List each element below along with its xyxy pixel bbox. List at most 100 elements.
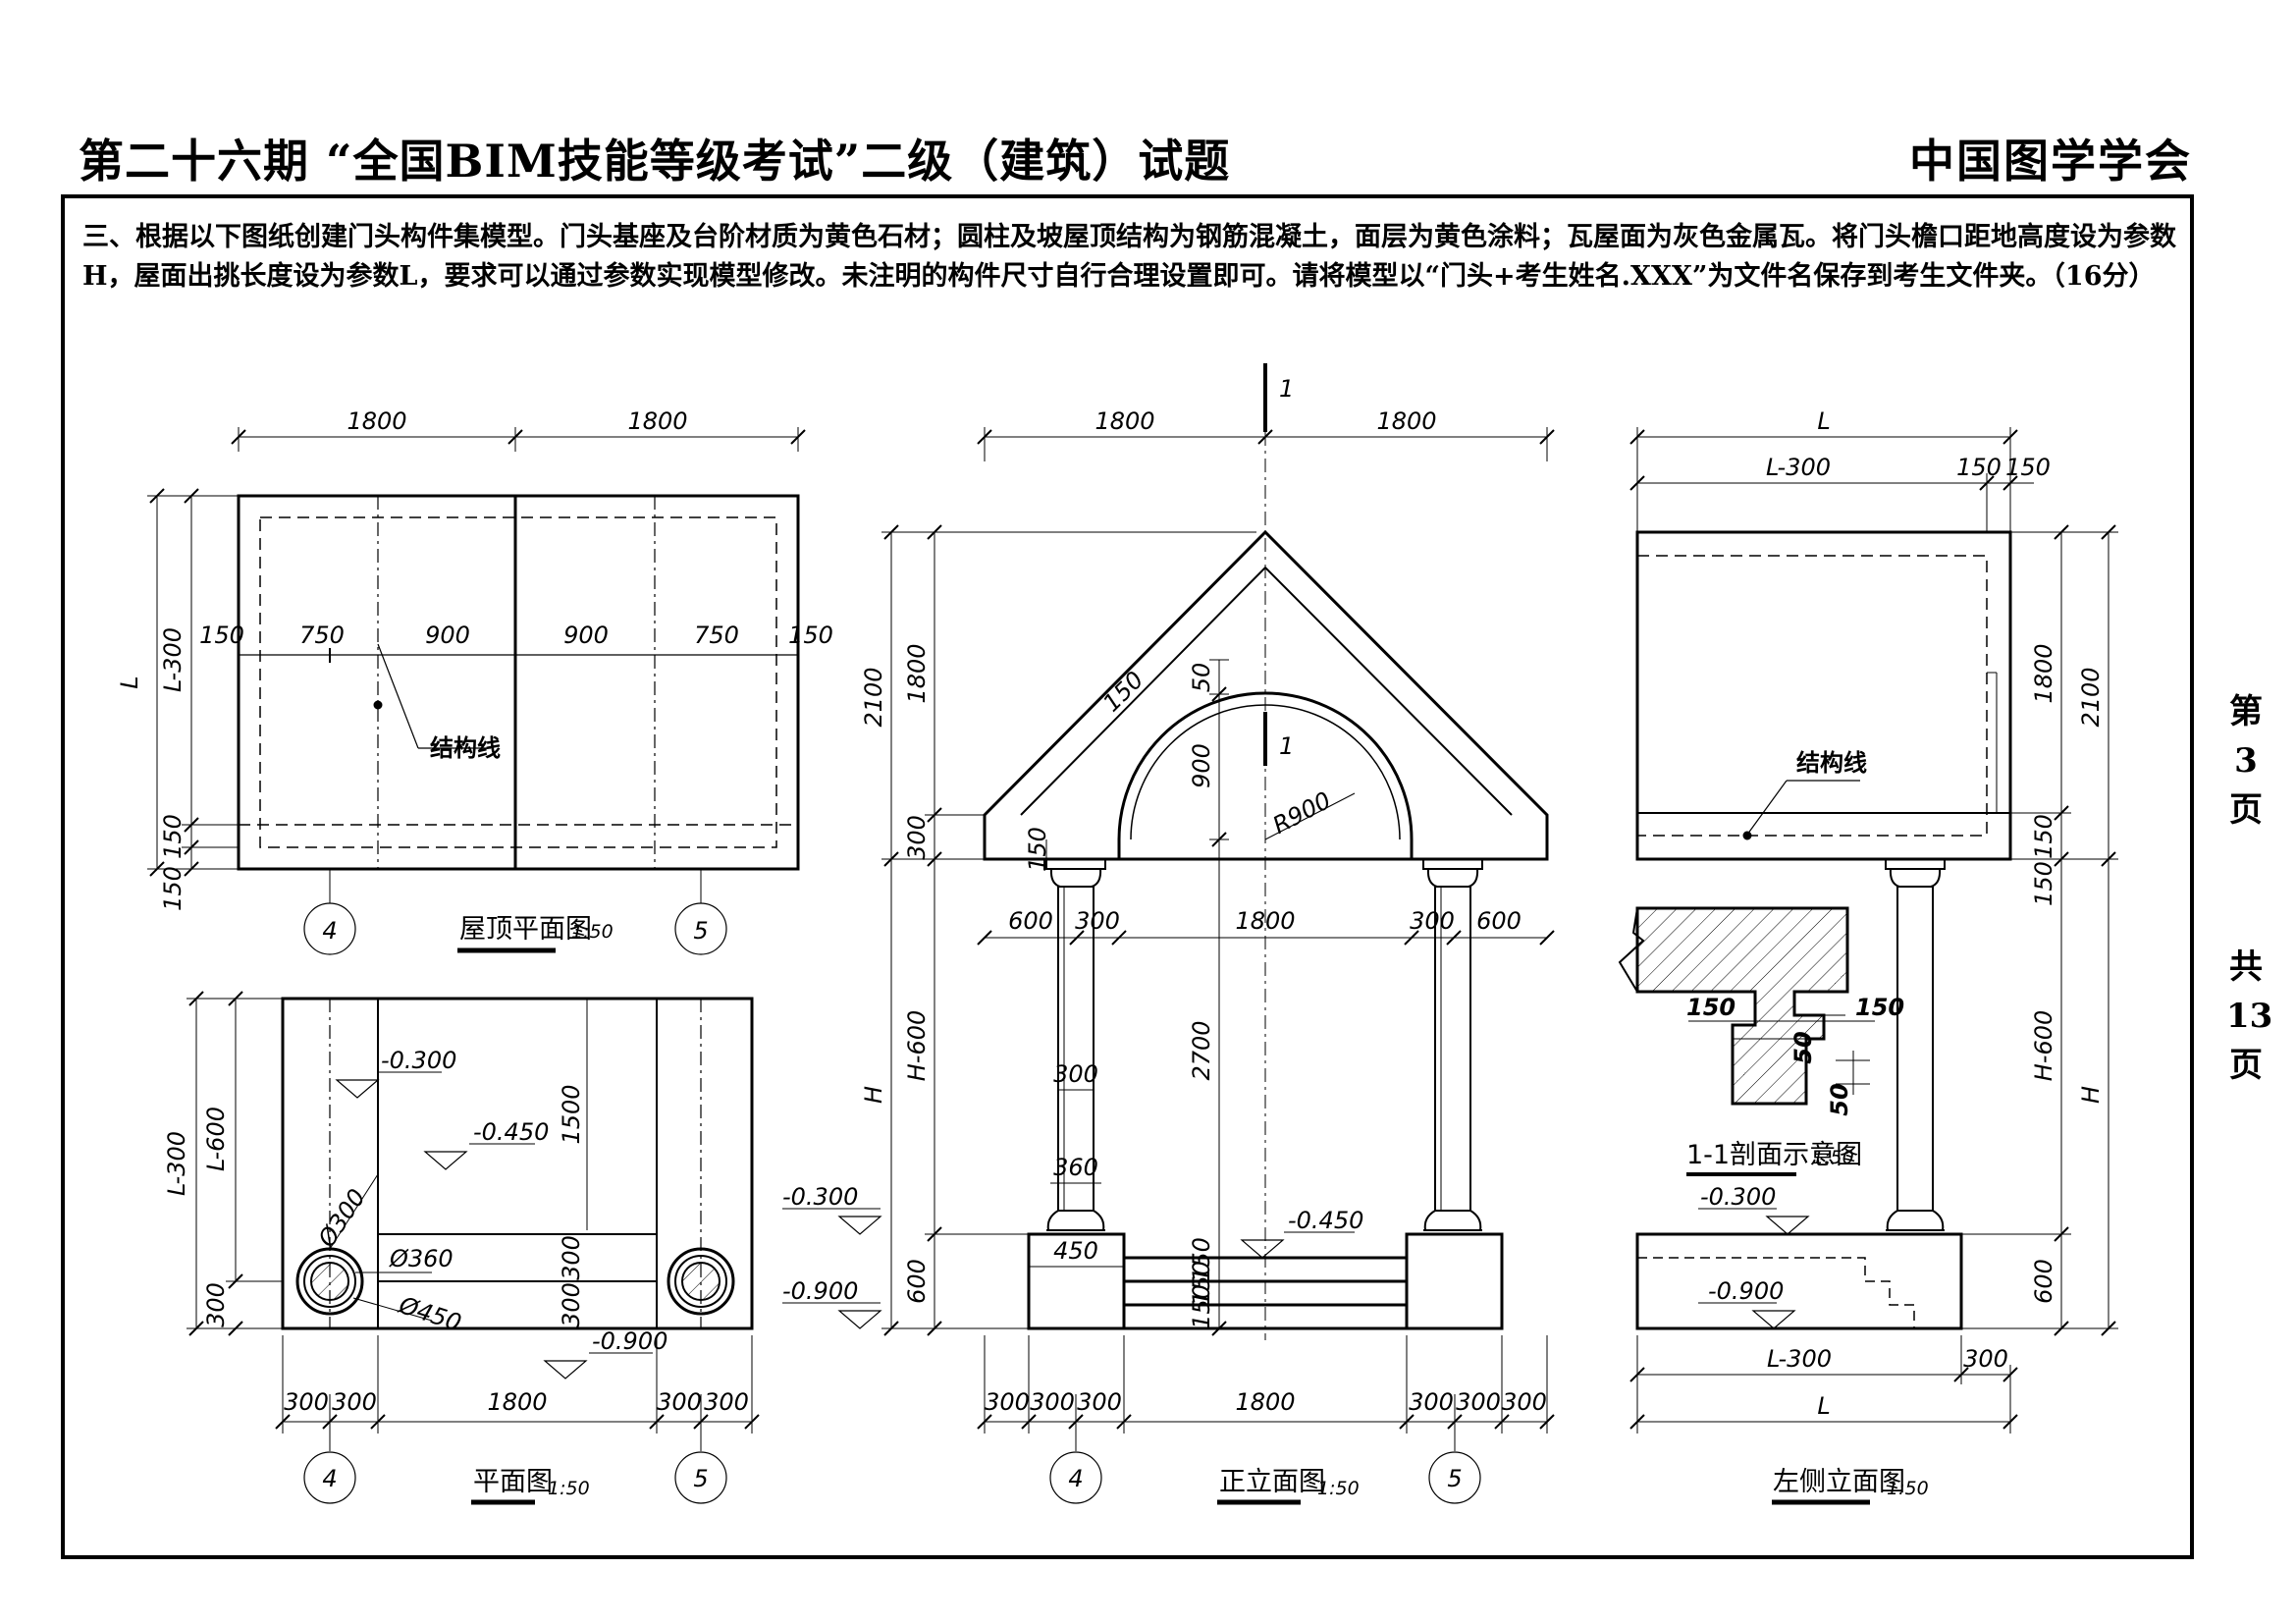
view-title: 屋顶平面图: [459, 914, 592, 945]
dim-label: L-300: [1766, 454, 1831, 481]
elevation-label: -0.300: [381, 1047, 456, 1074]
dim-label: 2100: [860, 667, 887, 727]
dim-label: 600: [1476, 907, 1522, 935]
dim-label: 750: [694, 622, 739, 649]
dim-label: 300: [1963, 1345, 2008, 1373]
dim-label: 300: [1502, 1388, 1547, 1416]
structure-line-label: 结构线: [1796, 749, 1867, 777]
elevation-label: -0.300: [1700, 1183, 1776, 1211]
dim-label: 1800: [2030, 643, 2057, 703]
view-scale: 1:50: [1812, 1147, 1854, 1168]
side-elevation-view: [1629, 427, 2118, 1505]
elevation-label: -0.900: [1708, 1277, 1784, 1305]
elevation-label: -0.450: [1288, 1207, 1363, 1234]
view-title: 左侧立面图: [1773, 1467, 1905, 1497]
dim-label: 150: [1956, 454, 2002, 481]
dim-label: L-300: [1767, 1345, 1832, 1373]
plan-view: [187, 991, 760, 1505]
dim-label: 150: [1188, 1237, 1215, 1282]
dim-label: 150: [1097, 666, 1148, 717]
dim-label: L: [1817, 407, 1830, 435]
dim-label: 2100: [2077, 667, 2105, 727]
dim-label: 1800: [1376, 407, 1436, 435]
dim-label: 300: [332, 1388, 377, 1416]
dim-label: L: [116, 676, 143, 688]
organization: 中国图学学会: [1909, 135, 2192, 188]
structure-line-label: 结构线: [430, 734, 501, 762]
section-detail: [1618, 906, 1875, 1176]
dim-label: 1800: [627, 407, 687, 435]
dim-label: 150: [159, 866, 187, 911]
axis-label: 4: [322, 1465, 337, 1492]
dim-label: 750: [299, 622, 345, 649]
dim-label: H: [2077, 1086, 2105, 1104]
front-elevation-labels: 1 1 1800 1800 2100 1800 300 H H-600 600 …: [782, 375, 1547, 1499]
dim-label: 150: [788, 622, 833, 649]
view-title: 平面图: [473, 1467, 553, 1497]
dim-label: 300: [1410, 907, 1455, 935]
dim-label: 600: [2030, 1259, 2057, 1304]
dim-label: 300: [985, 1388, 1030, 1416]
dim-label: 150: [2030, 861, 2057, 906]
dim-label: 300: [1053, 1060, 1098, 1088]
radius-label: R900: [1268, 786, 1335, 839]
view-scale: 1:50: [1887, 1478, 1929, 1499]
dim-label: 450: [1053, 1237, 1098, 1265]
plan-labels: -0.300 -0.450 -0.900 300 300 1800 300 30…: [163, 1047, 749, 1499]
roof-plan-view: [147, 427, 806, 955]
axis-label: 5: [693, 1465, 708, 1492]
front-elevation-view: [782, 363, 1555, 1505]
section-mark: 1: [1279, 732, 1294, 760]
dim-label: 150: [1188, 1261, 1215, 1306]
dim-label: 600: [1008, 907, 1053, 935]
view-title: 1-1剖面示意图: [1686, 1140, 1862, 1170]
dim-label: 1800: [903, 643, 931, 703]
axis-label: 4: [322, 917, 337, 945]
dim-label: H: [860, 1086, 887, 1104]
dim-label: 900: [1188, 743, 1215, 788]
dim-label: 300: [657, 1388, 702, 1416]
dim-label: 300: [558, 1235, 585, 1280]
section-detail-labels: 150 150 50 50 1-1剖面示意图 1:50: [1686, 994, 1904, 1170]
dim-label: 1800: [1095, 407, 1154, 435]
dim-label: 300: [1456, 1388, 1501, 1416]
dim-label: 1800: [1235, 1388, 1295, 1416]
axis-label: 4: [1068, 1465, 1083, 1492]
dim-label: 1500: [558, 1084, 585, 1144]
dim-label: 150: [1024, 827, 1051, 872]
dim-label: 300: [284, 1388, 329, 1416]
dim-label: H-600: [2030, 1010, 2057, 1082]
view-scale: 1:50: [548, 1478, 590, 1499]
dim-label: L-600: [202, 1107, 230, 1171]
dim-label: 300: [704, 1388, 749, 1416]
roof-plan-labels: 1800 1800 150 750 900 900 750 150 结构线 L …: [116, 407, 833, 945]
axis-label: 5: [1447, 1465, 1462, 1492]
dim-label: 900: [563, 622, 609, 649]
dim-label: 50: [1789, 1031, 1817, 1063]
side-elevation-labels: L L-300 150 150 结构线 1800 2100 150 150 H-…: [1700, 407, 2105, 1499]
dim-label: 50: [1188, 663, 1215, 693]
dim-label: 150: [1855, 994, 1904, 1021]
dim-label: 360: [1053, 1154, 1098, 1181]
dim-label: 300: [1030, 1388, 1075, 1416]
section-mark: 1: [1279, 375, 1294, 403]
axis-label: 5: [693, 917, 708, 945]
dim-label: L: [1817, 1392, 1830, 1420]
page-number: 第 3 页 共 13 页: [2226, 692, 2273, 1085]
dim-label: 150: [159, 814, 187, 859]
view-scale: 1:50: [571, 921, 614, 943]
dim-label: H-600: [903, 1010, 931, 1082]
dim-label: 600: [903, 1259, 931, 1304]
dim-label: L-300: [159, 627, 187, 692]
dim-label: 1800: [347, 407, 406, 435]
dim-label: 50: [1826, 1083, 1853, 1115]
elevation-label: -0.900: [782, 1277, 858, 1305]
dim-label: 1800: [1235, 907, 1295, 935]
dim-label: 900: [425, 622, 470, 649]
dim-label: 150: [2030, 814, 2057, 859]
dim-label: Ø300: [312, 1184, 371, 1253]
dim-label: 150: [1686, 994, 1735, 1021]
task-description: 三、根据以下图纸创建门头构件集模型。门头基座及台阶材质为黄色石材；圆柱及坡屋顶结…: [82, 222, 2176, 292]
dim-label: 150: [199, 622, 244, 649]
dim-label: Ø360: [389, 1245, 454, 1272]
